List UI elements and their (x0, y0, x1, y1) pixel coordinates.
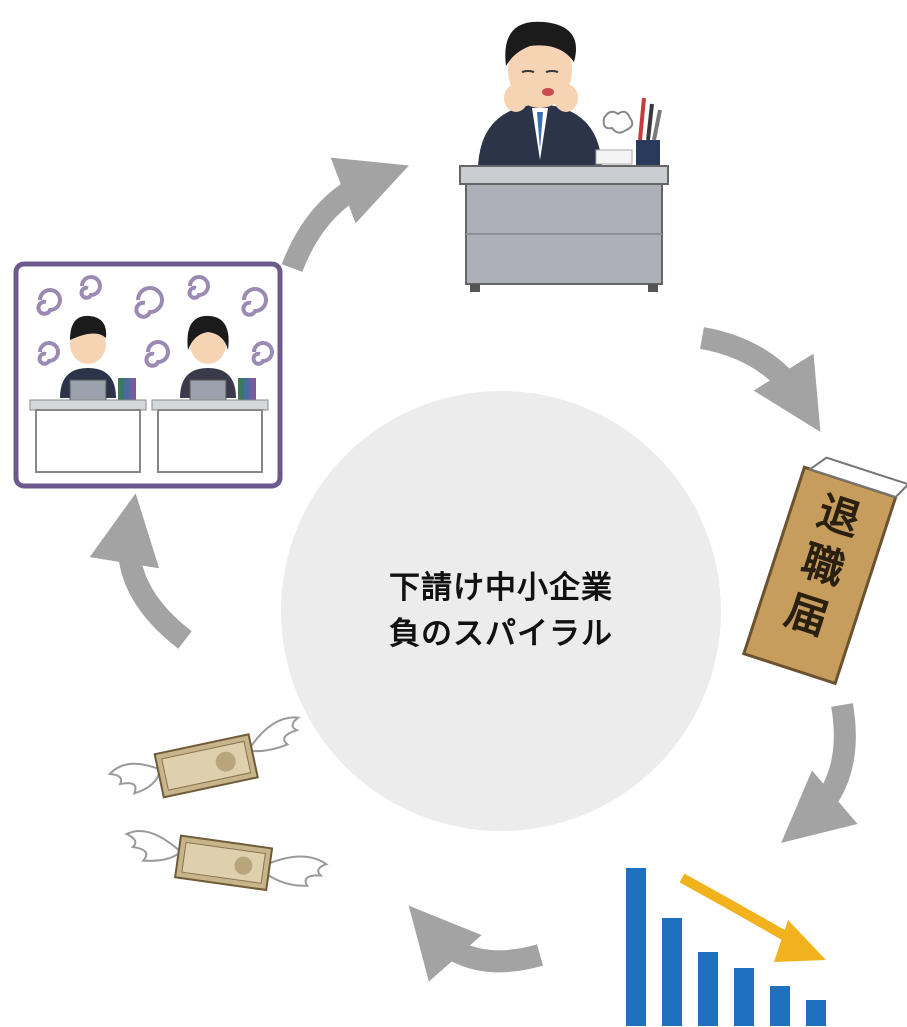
arrow-to-money (408, 905, 544, 982)
center-circle: 下請け中小企業 負のスパイラル (281, 391, 721, 831)
chart-bar (770, 986, 790, 1026)
trend-arrow (679, 873, 795, 945)
arrow-to-chart (781, 703, 858, 843)
arrow-to-manager (281, 157, 409, 273)
chart-bar (662, 918, 682, 1026)
arrow-to-workers (89, 493, 192, 649)
chart-bar (698, 952, 718, 1026)
stressed-workers-icon (13, 261, 283, 489)
tired-businessman-at-desk-icon (459, 21, 669, 292)
chart-bar (734, 968, 754, 1026)
resignation-letter-icon: 退 職 届 (741, 456, 907, 686)
chart-bar (626, 868, 646, 1026)
center-title-line-1: 下請け中小企業 (389, 570, 613, 606)
declining-bar-chart-icon (626, 868, 826, 1026)
center-title-line-2: 負のスパイラル (389, 616, 613, 652)
flying-money-icon (107, 716, 329, 892)
cycle-arrows (89, 157, 858, 982)
chart-bar (806, 1000, 826, 1026)
arrow-to-resignation (699, 327, 821, 432)
